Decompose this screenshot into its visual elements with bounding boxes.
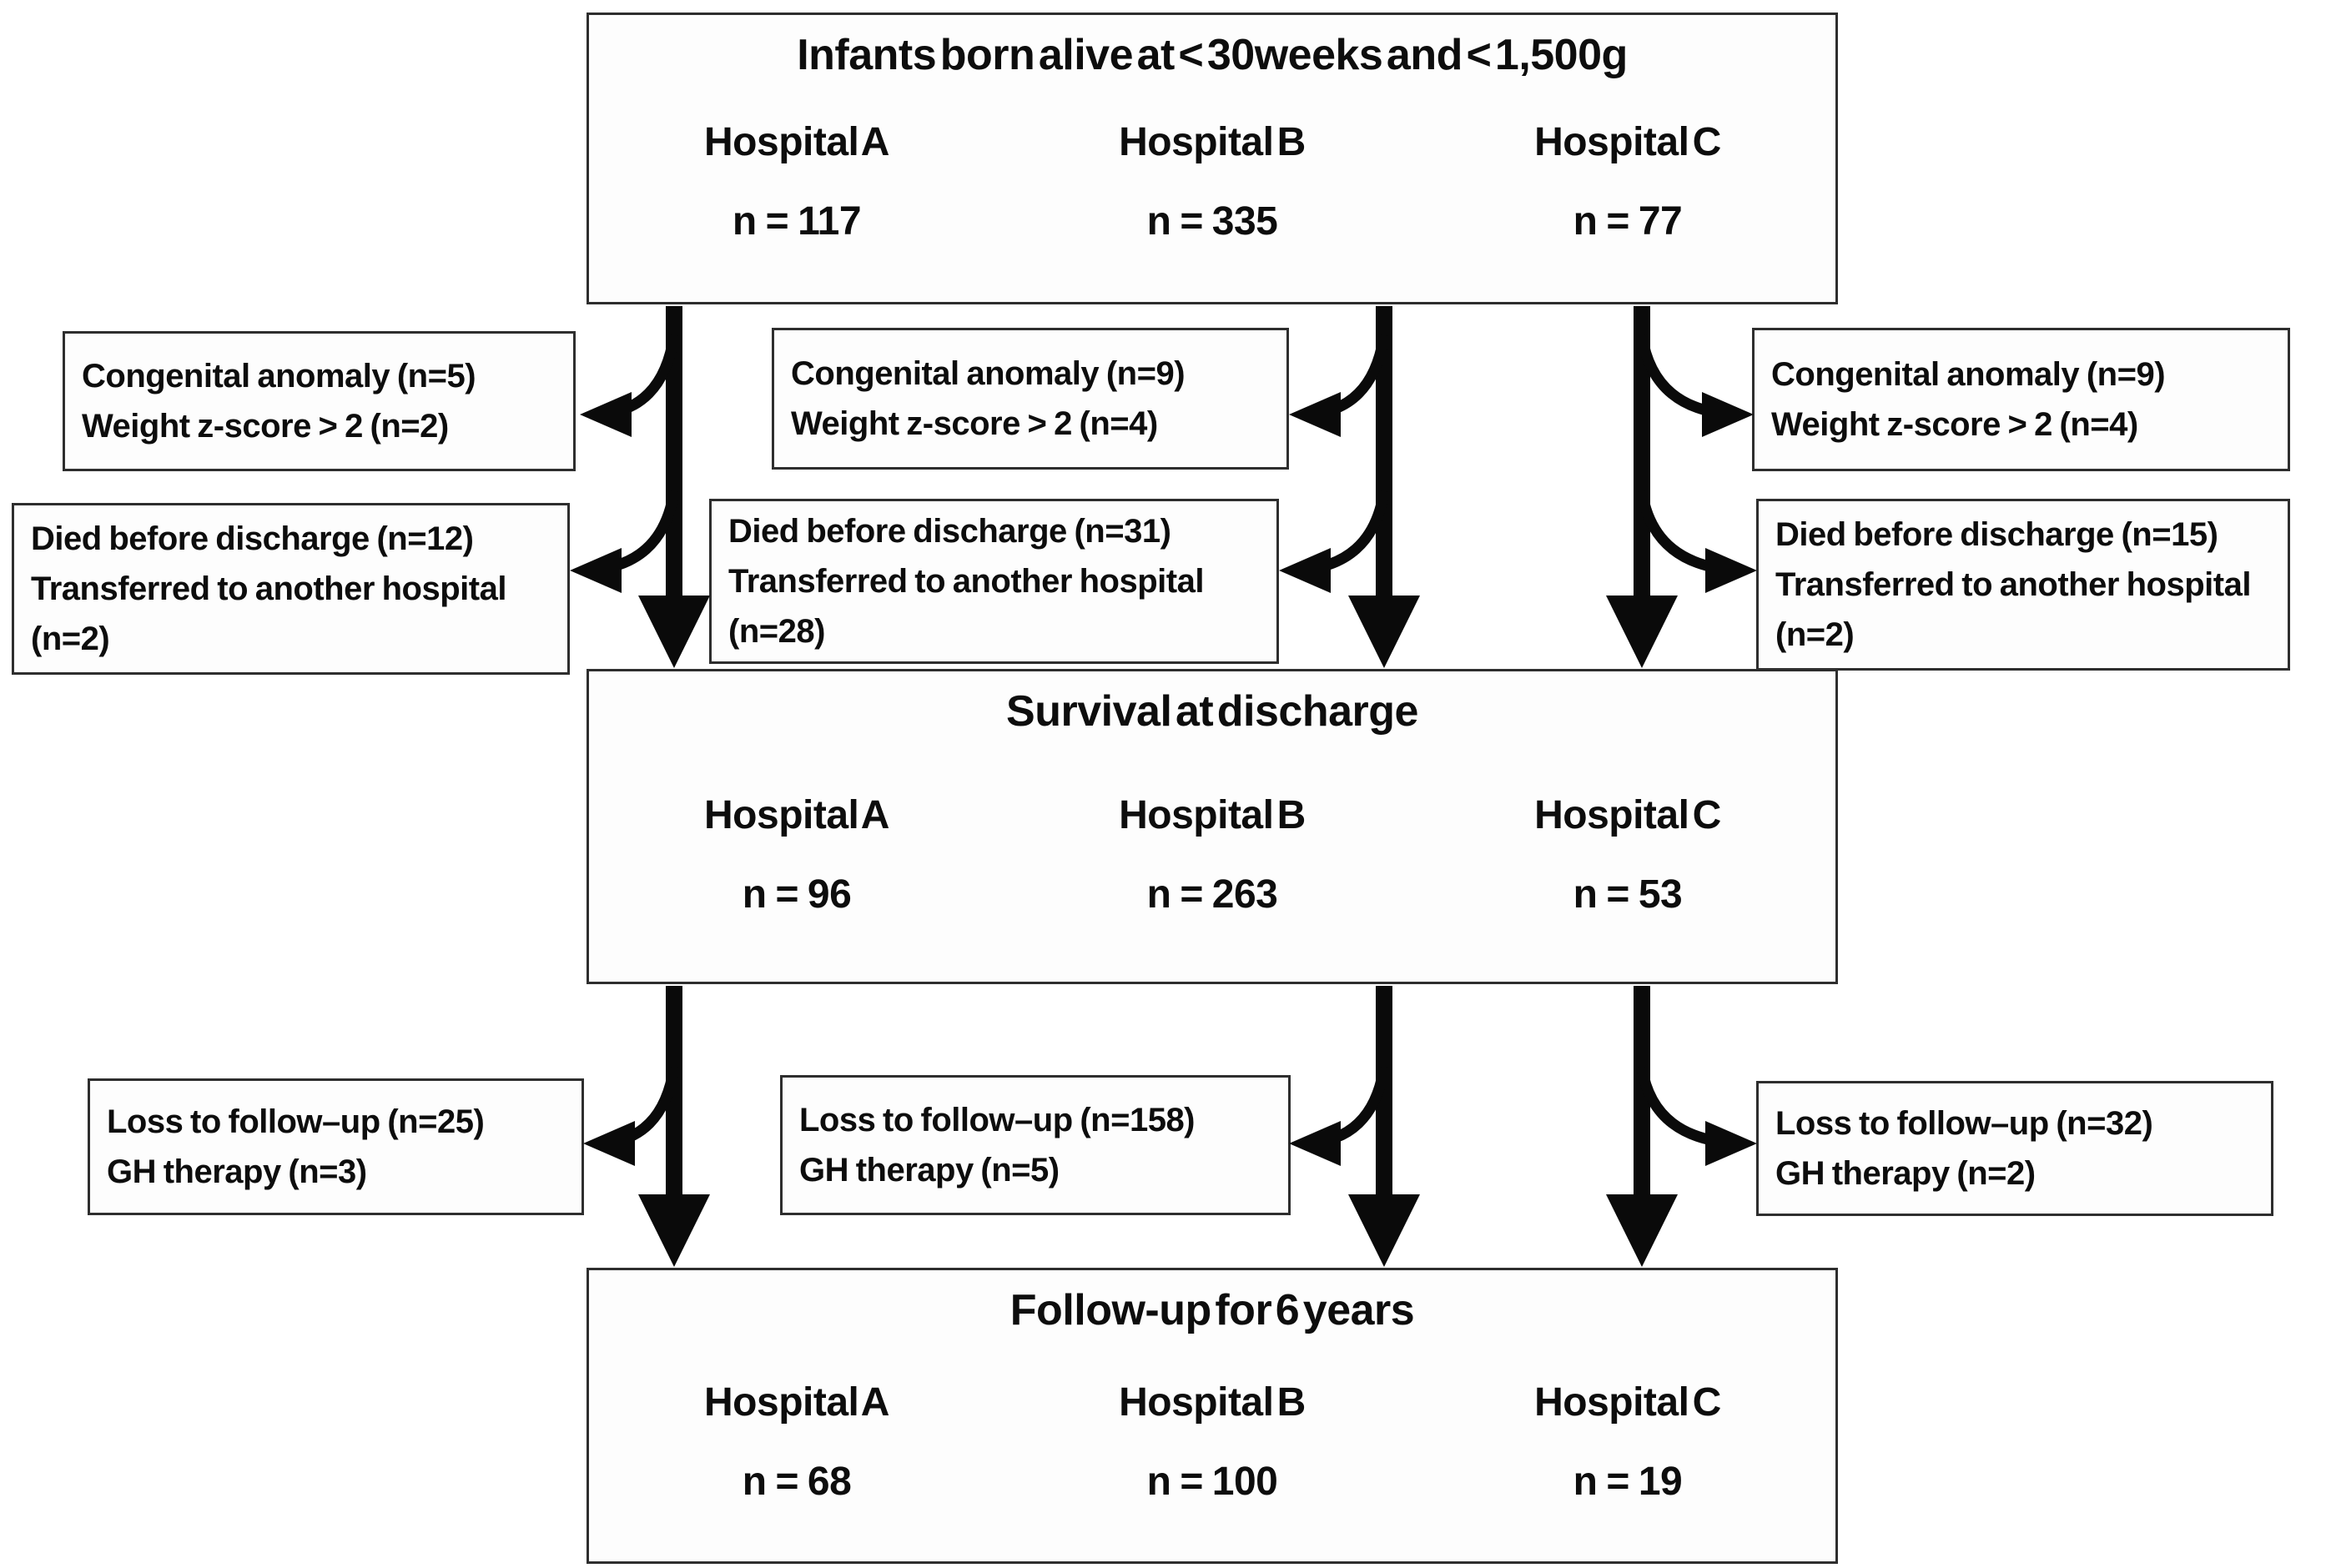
hospital-b-count: n = 335 [1146,199,1278,244]
exclusion-box-hospital-a-died: Died before discharge (n=12) Transferred… [12,503,570,675]
hospital-c-count: n = 53 [1573,872,1683,917]
exclusion-box-hospital-a-lossfu: Loss to follow–up (n=25) GH therapy (n=3… [88,1078,584,1215]
branch-arrow-b-lossfu [1289,1066,1390,1166]
followup-columns: Hospital A n = 68 Hospital B n = 100 Hos… [589,1380,1835,1505]
hospital-a-label: Hospital A [704,1380,889,1425]
enrollment-box: Infants born alive at < 30weeks and < 1,… [587,13,1838,304]
exclusion-line: Loss to follow–up (n=158) [799,1102,1196,1138]
survival-hospital-c: Hospital C n = 53 [1420,793,1835,917]
exclusion-box-hospital-a-anomaly: Congenital anomaly (n=5) Weight z-score … [63,331,576,471]
exclusion-line: Congenital anomaly (n=9) [1771,356,2166,393]
survival-box: Survival at discharge Hospital A n = 96 … [587,669,1838,984]
branch-arrow-c-died [1636,490,1757,593]
hospital-a-count: n = 117 [732,199,862,244]
exclusion-line: Congenital anomaly (n=5) [82,358,476,395]
branch-arrow-c-lossfu [1636,1066,1757,1166]
exclusion-line: Loss to follow–up (n=32) [1775,1105,2153,1142]
exclusion-line: GH therapy (n=2) [1775,1155,2036,1192]
branch-arrow-a-lossfu [583,1066,680,1166]
exclusion-line: Died before discharge (n=12) [31,520,474,557]
hospital-b-label: Hospital B [1119,120,1306,165]
enrollment-hospital-a: Hospital A n = 117 [589,120,1004,244]
enrollment-hospital-c: Hospital C n = 77 [1420,120,1835,244]
branch-arrow-c-anomaly [1636,334,1754,437]
exclusion-line: Loss to follow–up (n=25) [107,1103,485,1140]
exclusion-line: Weight z-score > 2 (n=2) [82,408,449,445]
followup-box: Follow-up for 6 years Hospital A n = 68 … [587,1268,1838,1564]
exclusion-box-hospital-c-lossfu: Loss to follow–up (n=32) GH therapy (n=2… [1756,1081,2273,1216]
arrow-hospital-c-to-survival [1606,306,1678,668]
hospital-b-count: n = 100 [1146,1459,1278,1504]
arrow-hospital-b-to-survival [1348,306,1420,668]
enrollment-columns: Hospital A n = 117 Hospital B n = 335 Ho… [589,120,1835,244]
hospital-c-label: Hospital C [1534,120,1721,165]
hospital-b-label: Hospital B [1119,793,1306,838]
arrow-hospital-a-to-followup [638,986,710,1267]
exclusion-line: Weight z-score > 2 (n=4) [1771,406,2138,443]
hospital-c-label: Hospital C [1534,1380,1721,1425]
exclusion-line: Weight z-score > 2 (n=4) [791,405,1158,442]
hospital-a-label: Hospital A [704,793,889,838]
arrow-hospital-c-to-followup [1606,986,1678,1267]
hospital-a-label: Hospital A [704,120,889,165]
arrow-hospital-b-to-followup [1348,986,1420,1267]
exclusion-line: Died before discharge (n=31) [728,513,1171,550]
followup-hospital-c: Hospital C n = 19 [1420,1380,1835,1505]
hospital-a-count: n = 96 [742,872,852,917]
hospital-a-count: n = 68 [742,1459,852,1504]
hospital-c-label: Hospital C [1534,793,1721,838]
arrow-hospital-a-to-survival [638,306,710,668]
enrollment-hospital-b: Hospital B n = 335 [1004,120,1420,244]
survival-title: Survival at discharge [1006,687,1418,736]
branch-arrow-a-anomaly [580,334,680,437]
enrollment-title: Infants born alive at < 30weeks and < 1,… [797,31,1628,79]
exclusion-box-hospital-c-died: Died before discharge (n=15) Transferred… [1756,499,2290,671]
exclusion-box-hospital-c-anomaly: Congenital anomaly (n=9) Weight z-score … [1752,328,2290,471]
branch-arrow-a-died [570,490,680,593]
followup-hospital-b: Hospital B n = 100 [1004,1380,1420,1505]
followup-hospital-a: Hospital A n = 68 [589,1380,1004,1505]
survival-hospital-b: Hospital B n = 263 [1004,793,1420,917]
exclusion-box-hospital-b-died: Died before discharge (n=31) Transferred… [709,499,1279,664]
exclusion-line: Transferred to another hospital (n=28) [728,563,1204,650]
exclusion-box-hospital-b-anomaly: Congenital anomaly (n=9) Weight z-score … [772,328,1289,470]
hospital-c-count: n = 77 [1573,199,1683,244]
followup-title: Follow-up for 6 years [1009,1286,1415,1334]
exclusion-box-hospital-b-lossfu: Loss to follow–up (n=158) GH therapy (n=… [780,1075,1291,1215]
survival-hospital-a: Hospital A n = 96 [589,793,1004,917]
exclusion-line: Transferred to another hospital (n=2) [1775,566,2251,653]
survival-columns: Hospital A n = 96 Hospital B n = 263 Hos… [589,793,1835,917]
branch-arrow-b-died [1279,490,1390,593]
exclusion-line: GH therapy (n=5) [799,1152,1060,1189]
branch-arrow-b-anomaly [1289,334,1390,437]
exclusion-line: Died before discharge (n=15) [1775,516,2218,553]
exclusion-line: Congenital anomaly (n=9) [791,355,1186,392]
hospital-c-count: n = 19 [1573,1459,1683,1504]
hospital-b-label: Hospital B [1119,1380,1306,1425]
hospital-b-count: n = 263 [1146,872,1278,917]
exclusion-line: Transferred to another hospital (n=2) [31,570,506,657]
exclusion-line: GH therapy (n=3) [107,1153,367,1190]
